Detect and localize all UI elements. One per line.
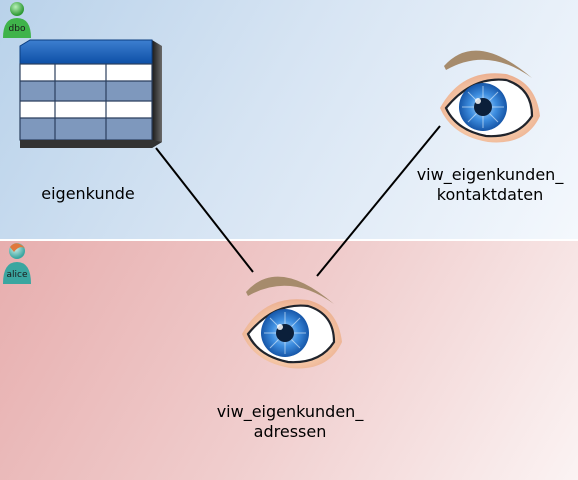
owner-badge-dbo: dbo (2, 0, 32, 46)
owner-label: alice (6, 270, 28, 280)
link-kontaktdaten-to-adressen (316, 125, 441, 277)
zone-divider (0, 239, 578, 241)
user-icon (3, 243, 31, 284)
node-label-kontaktdaten: viw_eigenkunden_ kontaktdaten (400, 165, 578, 205)
eye-icon[interactable] (436, 36, 544, 144)
link-eigenkunde-to-adressen (155, 147, 254, 273)
node-label-eigenkunde: eigenkunde (41, 184, 135, 203)
table-icon[interactable] (18, 38, 164, 150)
node-label-line: viw_eigenkunden_ (416, 165, 564, 184)
owner-label: dbo (8, 24, 26, 34)
node-label-line: kontaktdaten (436, 185, 544, 204)
owner-badge-alice: alice (2, 240, 32, 286)
eye-icon[interactable] (238, 262, 346, 370)
node-label-line: adressen (253, 422, 327, 441)
node-label-line: viw_eigenkunden_ (216, 402, 364, 421)
user-icon (3, 2, 31, 38)
node-label-adressen: viw_eigenkunden_ adressen (200, 402, 380, 442)
